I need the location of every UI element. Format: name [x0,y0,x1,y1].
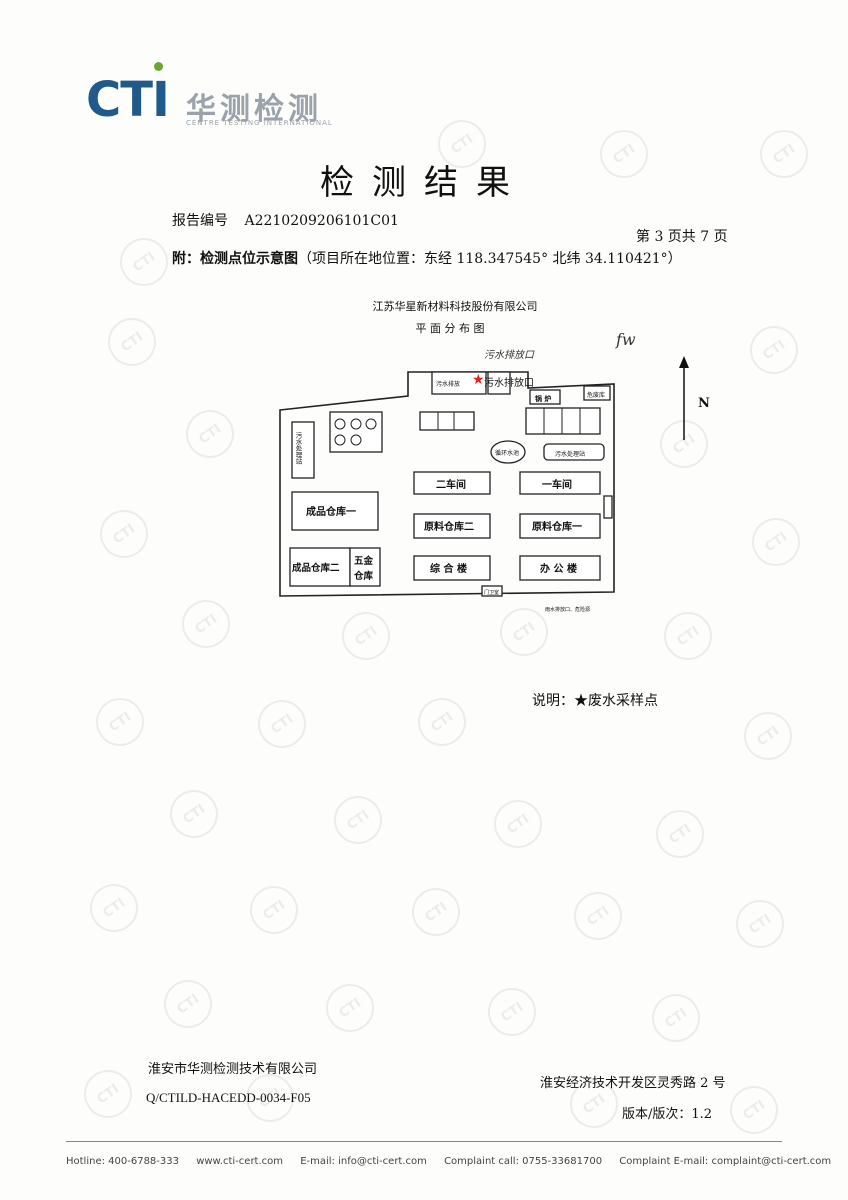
map-waste-store [583,385,611,401]
watermark-cti: CTI [478,978,546,1046]
sampling-note: 说明：★废水采样点 [532,693,658,709]
document-code: Q/CTILD-HACEDD-0034-F05 [146,1090,311,1105]
version: 版本/版次：1.2 [622,1107,713,1122]
map-side-room [603,495,613,519]
report-number: A2210209206101C01 [244,213,399,229]
page-title: 检测结果 [320,163,528,203]
map-product-store-1 [291,491,379,531]
map-label-raw-2: 原料仓库二 [424,520,474,533]
map-workshop-2 [413,471,491,495]
map-workshop-1 [519,471,601,495]
watermark-cti: CTI [316,974,384,1042]
watermark-cti: CTI [720,1076,788,1144]
watermark-cti: CTI [160,780,228,848]
footer-complaint-email[interactable]: Complaint E-mail: complaint@cti-cert.com [619,1156,832,1167]
watermark-cti: CTI [402,878,470,946]
map-label-gate: 门卫室 [484,589,499,596]
watermark-cti: CTI [726,890,794,958]
map-pool [490,440,526,464]
watermark-cti: CTI [86,688,154,756]
report-number-label: 报告编号 [172,213,228,229]
report-number-row: 报告编号 A2210209206101C01 [172,210,399,230]
watermark-cti: CTI [332,602,400,670]
watermark-cti: CTI [74,1060,142,1128]
map-room-row [419,411,475,431]
watermark-cti: CTI [172,590,240,658]
map-sewage-station-left [291,421,315,479]
map-label-pool: 循环水池 [495,449,519,457]
map-label-product-2: 成品仓库二 [292,562,340,574]
company-name: 淮安市华测检测技术有限公司 [148,1062,318,1077]
watermark-cti: CTI [248,690,316,758]
footer-web[interactable]: www.cti-cert.com [196,1156,284,1167]
logo-dot-icon [154,62,163,71]
attachment-location: （项目所在地位置：东经 118.347545° 北纬 34.110421°） [298,251,682,267]
handwritten-mark: fw [616,330,636,349]
watermark-cti: CTI [90,500,158,568]
map-label-complex: 综 合 楼 [430,562,467,575]
map-boiler [529,389,561,405]
watermark-cti: CTI [734,702,802,770]
map-company-caption: 江苏华星新材料科技股份有限公司 [372,300,538,313]
footer-email[interactable]: E-mail: info@cti-cert.com [300,1156,427,1167]
watermark-cti: CTI [110,228,178,296]
watermark-cti: CTI [240,876,308,944]
map-complex-building [413,555,491,581]
map-sewage-station-right [543,443,605,461]
map-small-room [487,371,511,395]
watermark-cti: CTI [742,508,810,576]
footer-complaint-call: Complaint call: 0755-33681700 [444,1156,603,1167]
map-label-boiler: 锅 炉 [534,394,551,403]
map-label-hardware-1: 五金 [354,555,374,567]
north-label: N [698,396,710,411]
logo-chinese-name: 华测检测 [186,92,322,127]
watermark-cti: CTI [408,688,476,756]
map-label-workshop-1: 一车间 [542,478,572,491]
map-label-sewage-top: 污水排放 [436,380,460,388]
watermark-cti: CTI [324,786,392,854]
footer-contacts: Hotline: 400-6788-333 www.cti-cert.com E… [66,1156,845,1167]
company-address: 淮安经济技术开发区灵秀路 2 号 [540,1076,726,1091]
map-subtitle: 平 面 分 布 图 [415,322,485,335]
map-raw-store-2 [413,513,491,539]
sampling-point-star-icon: ★ [472,372,485,388]
map-right-rooms [525,407,601,435]
watermark-cti: CTI [176,400,244,468]
map-label-sewage-left: 污水处理站 [294,432,302,466]
map-label-office: 办 公 楼 [540,562,577,575]
map-label-waste: 危废库 [587,391,605,399]
map-label-star: 污水排放口 [484,376,534,389]
map-label-workshop-2: 二车间 [436,478,466,491]
company-logo: CTI [86,72,170,128]
map-product-store-2 [289,547,351,587]
watermark-cti: CTI [98,308,166,376]
map-label-sewage-right: 污水处理站 [555,450,585,458]
map-label-raw-1: 原料仓库一 [532,520,582,533]
map-label-hardware-2: 仓库 [353,570,374,582]
watermark-cti: CTI [564,882,632,950]
watermark-cti: CTI [484,790,552,858]
footer-hotline: Hotline: 400-6788-333 [66,1156,179,1167]
map-sewage-outlet-building [431,371,487,395]
north-arrow-icon [679,356,689,440]
watermark-cti: CTI [642,984,710,1052]
footer-divider [66,1141,782,1142]
watermark-cti: CTI [80,874,148,942]
watermark-cti: CTI [654,602,722,670]
map-legend-text: 雨水排放口、危险源 [545,607,591,613]
page-number: 第 3 页共 7 页 [636,229,728,245]
map-tank-group [329,411,383,453]
logo-english-name: CENTRE TESTING INTERNATIONAL [186,119,333,127]
map-label-product-1: 成品仓库一 [306,505,356,518]
floor-plan-map: ★ 污水处理站 污水排放 污水排放口 锅 炉 危废库 循环水池 污水处理站 二车… [279,371,615,597]
handwritten-note: 污水排放口 [484,350,534,361]
attachment-line: 附：检测点位示意图（项目所在地位置：东经 118.347545° 北纬 34.1… [172,248,682,268]
map-gate [481,585,503,597]
watermark-cti: CTI [646,800,714,868]
map-raw-store-1 [519,513,601,539]
map-hardware-store [349,547,381,587]
watermark-cti: CTI [154,970,222,1038]
attachment-label: 附：检测点位示意图 [172,251,298,267]
map-office-building [519,555,601,581]
